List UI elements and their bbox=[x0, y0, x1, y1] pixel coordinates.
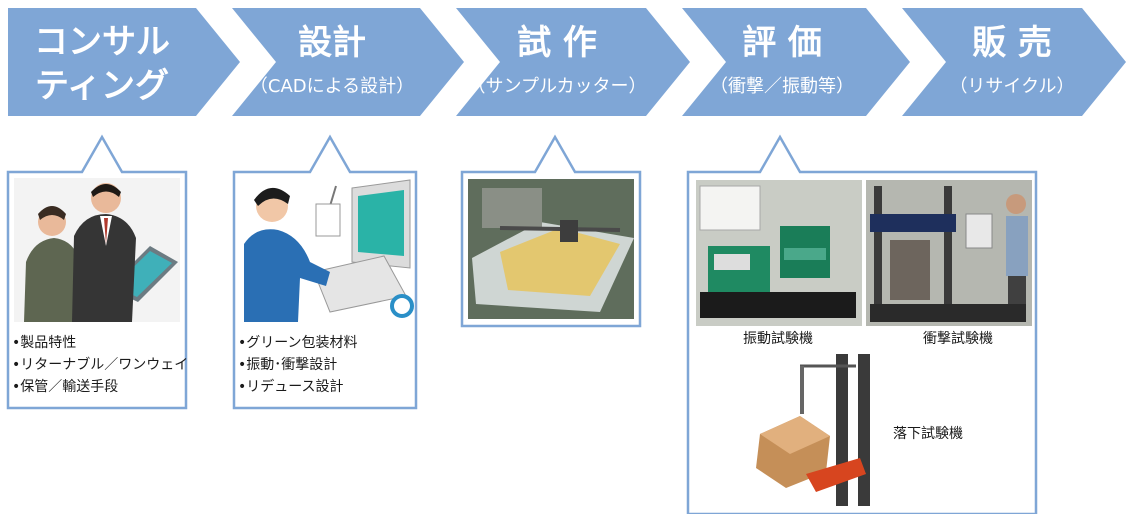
consulting-bullet-3: •保管／輸送手段 bbox=[12, 379, 118, 395]
step-subtitle-sales: （リサイクル） bbox=[949, 76, 1074, 97]
step-arrow-prototype bbox=[456, 8, 690, 116]
cad-operator-illustration bbox=[240, 178, 414, 322]
shock-tester-photo bbox=[866, 180, 1032, 326]
step-arrow-sales bbox=[902, 8, 1126, 116]
step-title-design: 設計 bbox=[298, 23, 366, 63]
step-arrow-design bbox=[232, 8, 464, 116]
step-arrow-consulting bbox=[8, 8, 240, 116]
step-title-sales: 販 売 bbox=[972, 23, 1052, 63]
sample-cutter-photo bbox=[468, 179, 634, 319]
step-arrow-evaluation bbox=[682, 8, 910, 116]
caption-drop-tester: 落下試験機 bbox=[893, 426, 963, 442]
step-title-consulting-line2: ティング bbox=[35, 66, 169, 106]
vibration-tester-photo bbox=[696, 180, 862, 326]
step-subtitle-prototype: （サンプルカッター） bbox=[468, 76, 647, 97]
consulting-bullet-2: •リターナブル／ワンウェイ bbox=[12, 356, 188, 373]
design-bullet-1: •グリーン包装材料 bbox=[238, 335, 358, 351]
consulting-bullet-1: •製品特性 bbox=[12, 335, 76, 351]
design-bullet-2: •振動･衝撃設計 bbox=[238, 357, 337, 373]
step-title-evaluation: 評 価 bbox=[742, 23, 822, 63]
step-title-consulting-line1: コンサル bbox=[34, 22, 170, 62]
step-title-prototype: 試 作 bbox=[517, 23, 597, 63]
caption-shock-tester: 衝撃試験機 bbox=[923, 331, 993, 347]
drop-tester-photo bbox=[748, 354, 876, 506]
design-bullet-3: •リデュース設計 bbox=[238, 378, 344, 395]
step-subtitle-design: （CADによる設計） bbox=[250, 76, 414, 97]
step-subtitle-evaluation: （衝撃／振動等） bbox=[710, 76, 854, 97]
caption-vibration-tester: 振動試験機 bbox=[743, 331, 813, 347]
business-meeting-illustration bbox=[14, 178, 180, 322]
